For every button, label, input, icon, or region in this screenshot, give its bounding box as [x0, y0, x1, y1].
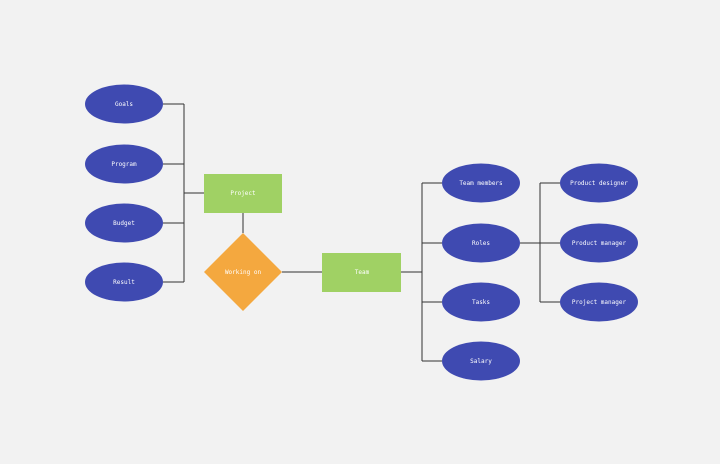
- attribute-team-members-label: Team members: [459, 180, 503, 187]
- attribute-tasks-label: Tasks: [472, 299, 490, 306]
- attribute-goals[interactable]: Goals: [85, 84, 163, 124]
- relationship-working-on-shape: [204, 233, 282, 311]
- role-project-manager-label: Project manager: [572, 299, 627, 306]
- attribute-program-shape: [85, 144, 163, 184]
- attribute-goals-label: Goals: [115, 101, 133, 108]
- attribute-result[interactable]: Result: [85, 262, 163, 302]
- attribute-budget[interactable]: Budget: [85, 203, 163, 243]
- attribute-roles-shape: [442, 223, 520, 263]
- role-product-designer-shape: [560, 163, 638, 203]
- role-product-designer[interactable]: Product designer: [560, 163, 638, 203]
- attribute-goals-shape: [85, 84, 163, 124]
- attribute-roles[interactable]: Roles: [442, 223, 520, 263]
- entity-team[interactable]: Team: [322, 253, 401, 292]
- role-project-manager[interactable]: Project manager: [560, 282, 638, 322]
- entity-project-label: Project: [230, 190, 256, 197]
- entity-project-shape: [204, 174, 282, 213]
- attribute-result-label: Result: [113, 279, 135, 286]
- entity-team-shape: [322, 253, 401, 292]
- attribute-roles-label: Roles: [472, 240, 490, 247]
- role-product-manager-label: Product manager: [572, 240, 627, 247]
- attribute-program-label: Program: [111, 161, 137, 168]
- attribute-salary[interactable]: Salary: [442, 341, 520, 381]
- relationship-working-on-label: Working on: [225, 269, 262, 276]
- attribute-team-members[interactable]: Team members: [442, 163, 520, 203]
- entity-project[interactable]: Project: [204, 174, 282, 213]
- attribute-result-shape: [85, 262, 163, 302]
- role-product-manager[interactable]: Product manager: [560, 223, 638, 263]
- connector-lines: [163, 103, 560, 362]
- role-project-manager-shape: [560, 282, 638, 322]
- role-product-manager-shape: [560, 223, 638, 263]
- attribute-budget-shape: [85, 203, 163, 243]
- attribute-budget-label: Budget: [113, 220, 135, 227]
- attribute-tasks[interactable]: Tasks: [442, 282, 520, 322]
- attribute-salary-label: Salary: [470, 358, 492, 365]
- entity-team-label: Team: [355, 269, 370, 276]
- attribute-salary-shape: [442, 341, 520, 381]
- attribute-tasks-shape: [442, 282, 520, 322]
- attribute-team-members-shape: [442, 163, 520, 203]
- attribute-program[interactable]: Program: [85, 144, 163, 184]
- role-product-designer-label: Product designer: [570, 180, 628, 187]
- relationship-working-on[interactable]: Working on: [204, 233, 282, 311]
